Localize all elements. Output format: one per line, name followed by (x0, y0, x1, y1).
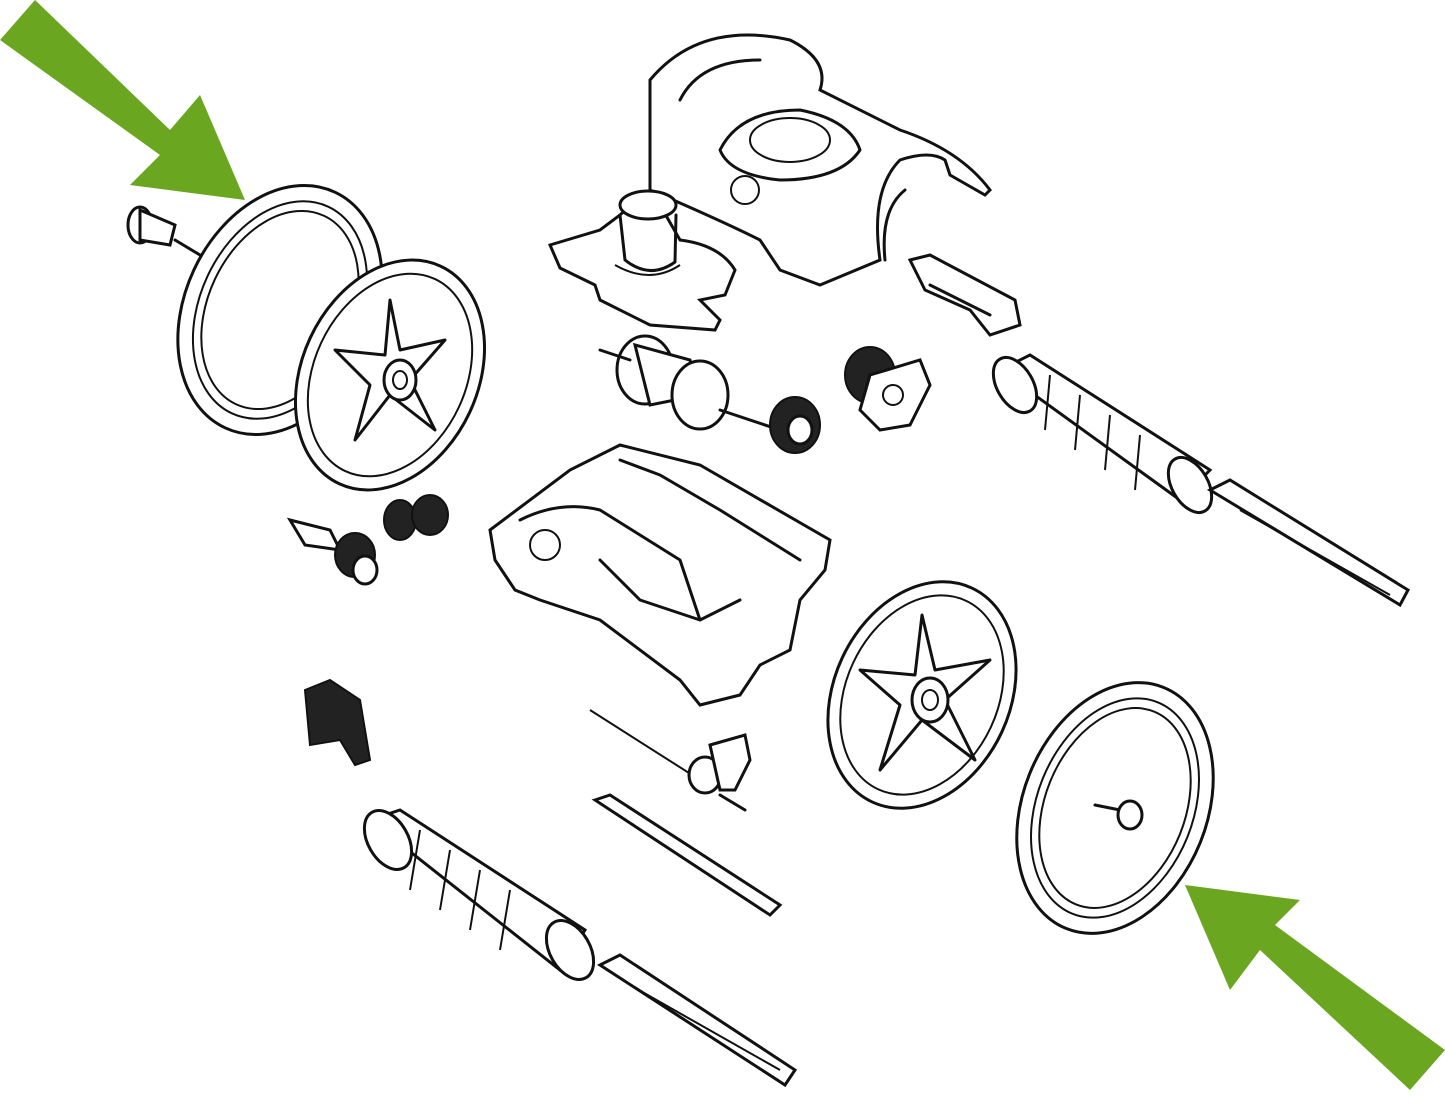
axle-pin-left (126, 205, 202, 257)
bumper-clip (907, 253, 1022, 337)
brush-bar-center (591, 793, 783, 917)
drive-gear-center (769, 396, 821, 454)
intake-nozzle (547, 189, 737, 332)
deflector-clip (303, 678, 372, 767)
wheel-hub-left (293, 258, 487, 492)
arrow-bottom-right (1185, 885, 1445, 1090)
turbine (598, 334, 782, 432)
chassis (488, 443, 832, 707)
arrow-top-left (0, 0, 245, 200)
axle-left (286, 494, 449, 586)
wheel-tire-right (1015, 681, 1215, 935)
wheel-hub-right (826, 580, 1018, 810)
roller-brush-upper (1206, 478, 1410, 608)
roller-lower (362, 808, 596, 981)
roller-upper (991, 353, 1214, 514)
drive-shaft (589, 709, 752, 812)
body-shell (648, 33, 992, 287)
drive-gear-right (844, 346, 932, 432)
roller-brush-lower (596, 953, 798, 1088)
